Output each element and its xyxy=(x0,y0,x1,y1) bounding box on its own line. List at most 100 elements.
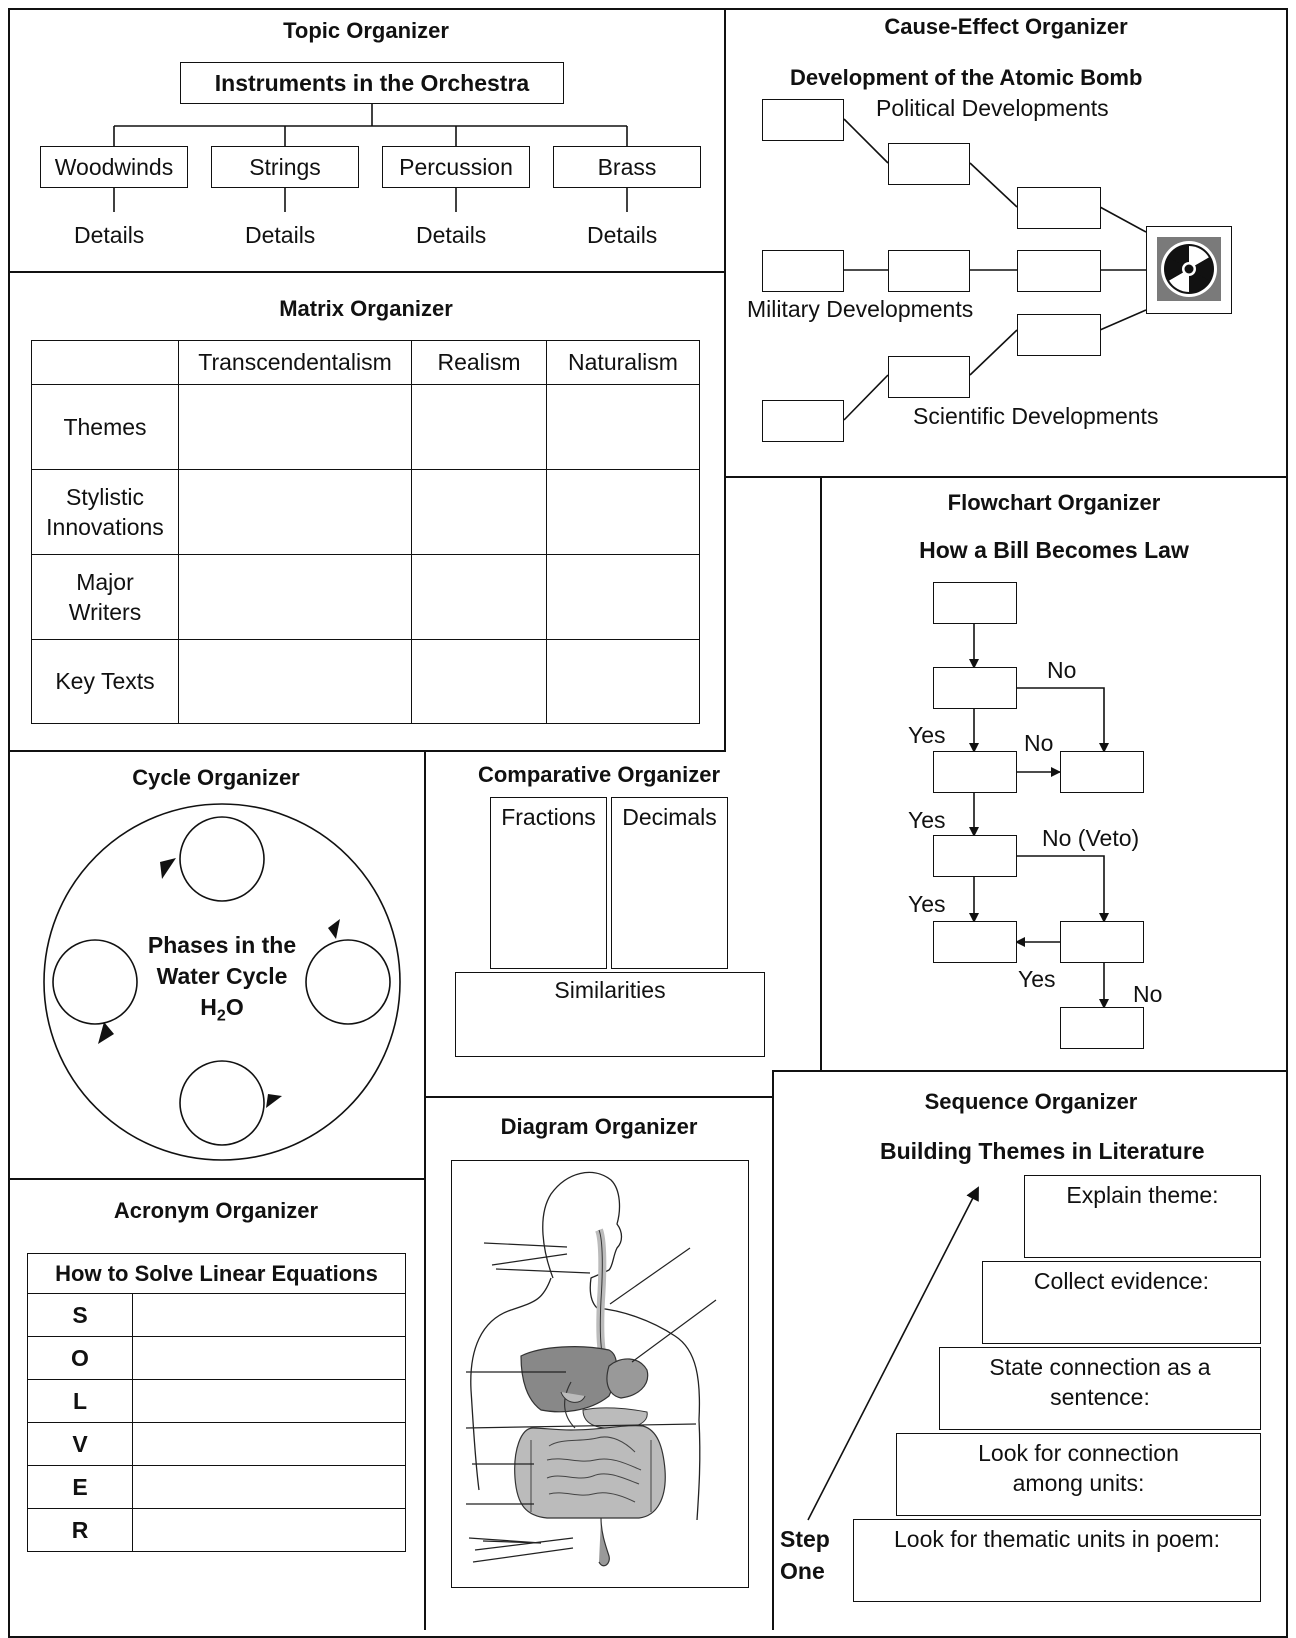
digestive-system-diagram xyxy=(468,1171,701,1567)
acronym-header: How to Solve Linear Equations xyxy=(27,1253,406,1294)
military-label: Military Developments xyxy=(747,296,974,322)
flowchart-title: Flowchart Organizer xyxy=(947,490,1161,515)
cause-box xyxy=(762,250,844,292)
effect-box xyxy=(1146,226,1232,314)
diagram-label-lines xyxy=(465,1242,717,1505)
cause-box xyxy=(888,143,970,185)
matrix-cell[interactable] xyxy=(411,469,547,555)
matrix-table: Transcendentalism Realism Naturalism The… xyxy=(31,340,700,724)
matrix-cell[interactable] xyxy=(546,469,700,555)
flowchart-subtitle: How a Bill Becomes Law xyxy=(919,537,1189,563)
cycle-title: Cycle Organizer xyxy=(132,765,300,790)
cause-box xyxy=(762,99,844,141)
step-label-line2: One xyxy=(780,1558,825,1584)
flow-label-yes: Yes xyxy=(1018,966,1056,992)
acronym-cell[interactable] xyxy=(132,1422,406,1466)
acronym-table: How to Solve Linear Equations S O L V E … xyxy=(27,1253,406,1552)
cause-effect-connectors xyxy=(843,118,1147,421)
divider xyxy=(724,476,726,752)
sequence-step-box: Explain theme: xyxy=(1024,1175,1261,1258)
topic-connectors xyxy=(113,104,628,212)
step-one-label: Step One xyxy=(780,1523,830,1587)
acronym-cell[interactable] xyxy=(132,1293,406,1337)
flow-label-no: No xyxy=(1047,657,1077,683)
comparative-left-box: Fractions xyxy=(490,797,607,969)
matrix-cell[interactable] xyxy=(411,554,547,640)
diagram-title: Diagram Organizer xyxy=(500,1114,698,1139)
matrix-cell[interactable] xyxy=(546,639,700,724)
matrix-cell[interactable] xyxy=(178,469,412,555)
matrix-row-header: Key Texts xyxy=(31,639,179,724)
acronym-cell[interactable] xyxy=(132,1508,406,1552)
divider xyxy=(724,8,726,478)
matrix-row-header: Themes xyxy=(31,384,179,470)
cycle-center-line2: Water Cycle xyxy=(156,963,288,989)
matrix-column-header: Realism xyxy=(411,340,547,385)
comparative-left-label: Fractions xyxy=(501,804,596,830)
divider xyxy=(8,750,726,752)
flow-label-yes: Yes xyxy=(908,807,946,833)
scientific-label: Scientific Developments xyxy=(913,403,1159,429)
acronym-letter: O xyxy=(27,1336,133,1380)
acronym-cell[interactable] xyxy=(132,1379,406,1423)
flow-label-no-veto: No (Veto) xyxy=(1042,825,1140,851)
flow-box xyxy=(1060,751,1144,793)
flow-box xyxy=(1060,1007,1144,1049)
topic-detail: Details xyxy=(587,222,658,248)
acronym-letter: E xyxy=(27,1465,133,1509)
flow-box xyxy=(933,751,1017,793)
topic-detail: Details xyxy=(245,222,316,248)
matrix-cell[interactable] xyxy=(178,384,412,470)
cause-box xyxy=(762,400,844,442)
cycle-center-text: Phases in the Water Cycle H2O xyxy=(122,930,322,1032)
topic-detail: Details xyxy=(74,222,145,248)
matrix-column-header: Transcendentalism xyxy=(178,340,412,385)
cycle-center-line1: Phases in the xyxy=(147,932,297,958)
comparative-title: Comparative Organizer xyxy=(477,762,721,787)
cycle-formula-sub: 2 xyxy=(216,1007,226,1025)
acronym-cell[interactable] xyxy=(132,1336,406,1380)
matrix-cell[interactable] xyxy=(546,554,700,640)
comparative-right-box: Decimals xyxy=(611,797,728,969)
divider xyxy=(424,750,426,1630)
matrix-title: Matrix Organizer xyxy=(279,296,453,321)
cause-box xyxy=(1017,250,1101,292)
cause-box xyxy=(888,250,970,292)
sequence-step-box: Look for connection among units: xyxy=(896,1433,1261,1516)
acronym-title: Acronym Organizer xyxy=(113,1198,319,1223)
cause-box xyxy=(1017,314,1101,356)
cycle-diagram xyxy=(43,803,401,1161)
flow-label-no: No xyxy=(1133,981,1163,1007)
flow-box xyxy=(933,835,1017,877)
flow-label-yes: Yes xyxy=(908,722,946,748)
acronym-cell[interactable] xyxy=(132,1465,406,1509)
matrix-cell[interactable] xyxy=(411,639,547,724)
flow-box xyxy=(1060,921,1144,963)
topic-title: Topic Organizer xyxy=(283,18,449,43)
matrix-cell[interactable] xyxy=(178,554,412,640)
topic-branch-box: Percussion xyxy=(382,146,530,188)
cycle-formula-o: O xyxy=(225,994,244,1020)
flow-label-yes: Yes xyxy=(908,891,946,917)
sequence-title: Sequence Organizer xyxy=(924,1089,1138,1114)
divider xyxy=(8,271,726,273)
topic-detail: Details xyxy=(416,222,487,248)
sequence-step-box: Look for thematic units in poem: xyxy=(853,1519,1261,1602)
step-label-line1: Step xyxy=(780,1526,830,1552)
cause-effect-title: Cause-Effect Organizer xyxy=(884,14,1128,39)
cycle-formula-h: H xyxy=(200,994,217,1020)
topic-branch-box: Strings xyxy=(211,146,359,188)
sequence-step-box: State connection as a sentence: xyxy=(939,1347,1261,1430)
acronym-letter: L xyxy=(27,1379,133,1423)
matrix-cell[interactable] xyxy=(178,639,412,724)
topic-branch-box: Brass xyxy=(553,146,701,188)
comparative-right-label: Decimals xyxy=(622,804,717,830)
matrix-cell[interactable] xyxy=(411,384,547,470)
radiation-icon xyxy=(1157,237,1221,301)
divider xyxy=(724,476,1288,478)
matrix-row-header: Stylistic Innovations xyxy=(31,469,179,555)
matrix-column-header: Naturalism xyxy=(546,340,700,385)
topic-root-box: Instruments in the Orchestra xyxy=(180,62,564,104)
cycle-formula: H2O xyxy=(122,992,322,1032)
